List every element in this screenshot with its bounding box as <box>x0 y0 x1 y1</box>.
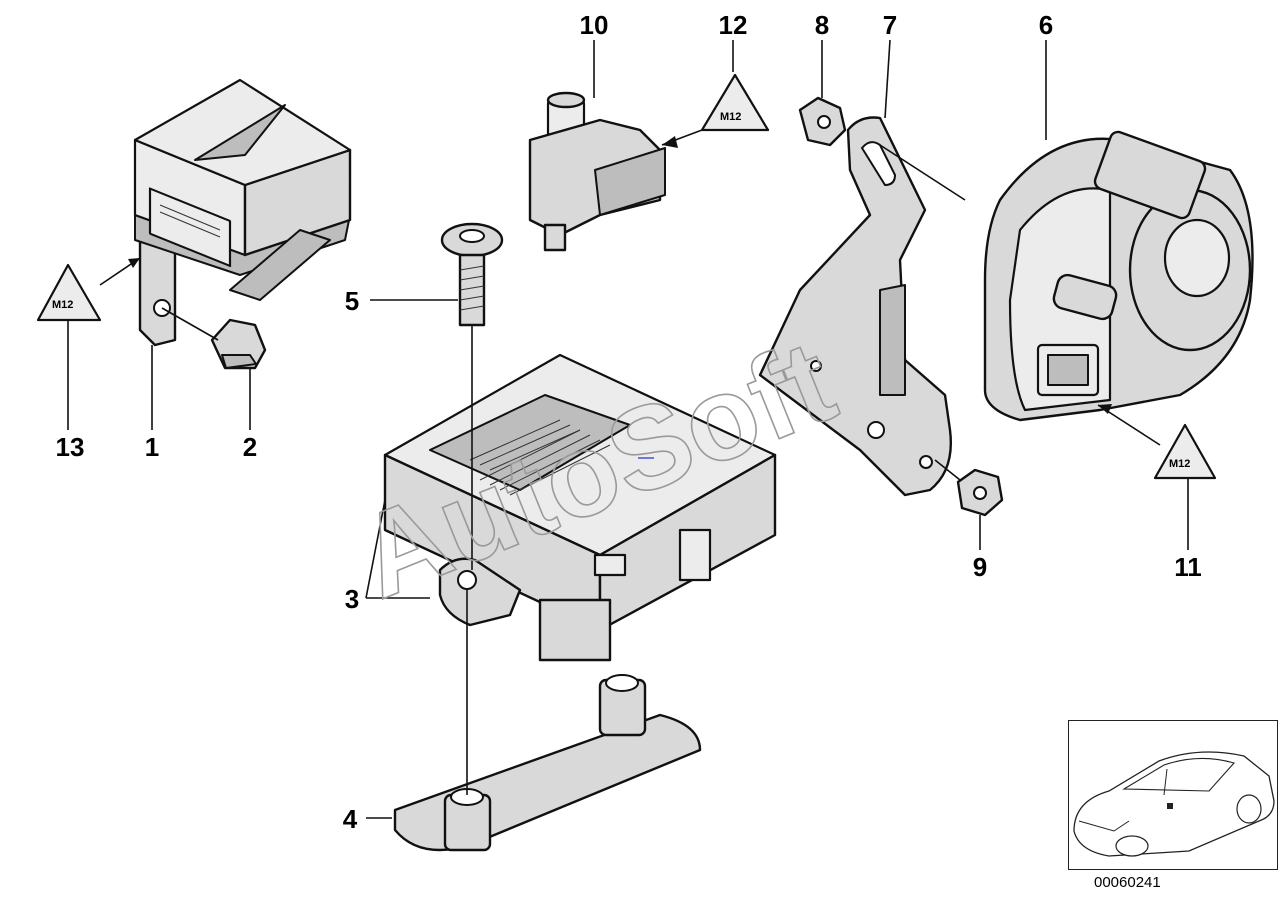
callout-10: 10 <box>580 10 609 40</box>
callout-7: 7 <box>883 10 897 40</box>
symbol-triangle-icon: M12 <box>720 111 741 123</box>
part-3-control-unit[interactable] <box>383 353 777 662</box>
part-4-mounting-plate[interactable] <box>393 674 702 852</box>
car-thumbnail[interactable] <box>1068 720 1278 870</box>
callout-1: 1 <box>145 432 159 462</box>
symbol-triangle-icon: M12 <box>52 299 73 311</box>
callout-8: 8 <box>815 10 829 40</box>
part-9-nut[interactable] <box>956 468 1004 517</box>
part-10-switch[interactable] <box>528 91 666 252</box>
callout-12: 12 <box>719 10 748 40</box>
drawing-number: 00060241 <box>1094 874 1161 891</box>
part-7-bracket[interactable] <box>758 116 952 497</box>
callout-3: 3 <box>345 584 359 614</box>
part-1-control-module[interactable] <box>133 78 352 347</box>
symbol-triangle-12: M12 <box>700 73 770 132</box>
callout-2: 2 <box>243 432 257 462</box>
callout-6: 6 <box>1039 10 1053 40</box>
part-8-nut[interactable] <box>798 96 847 147</box>
part-5-screw[interactable] <box>440 222 504 327</box>
leader-lines <box>67 39 1189 819</box>
part-2-cap-nut[interactable] <box>210 318 267 370</box>
callout-5: 5 <box>345 286 359 316</box>
callout-13: 13 <box>56 432 85 462</box>
car-thumbnail-icon <box>1073 751 1275 857</box>
symbol-triangle-11: M12 <box>1153 423 1217 480</box>
callout-4: 4 <box>343 804 358 834</box>
symbol-triangle-icon: M12 <box>1169 458 1190 470</box>
part-6-horn[interactable] <box>983 130 1254 422</box>
callout-9: 9 <box>973 552 987 582</box>
symbol-triangle-13: M12 <box>36 263 102 322</box>
callout-11: 11 <box>1174 552 1202 582</box>
